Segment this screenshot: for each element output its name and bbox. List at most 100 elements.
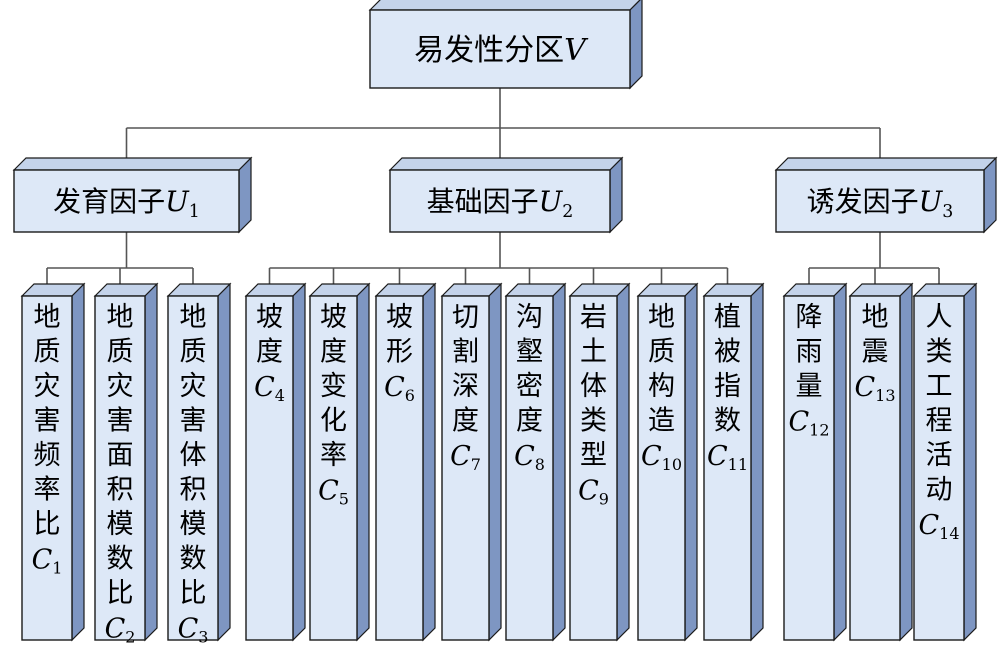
indicator-node-6-side-face bbox=[422, 282, 436, 642]
indicator-node-10-front-face bbox=[637, 295, 686, 641]
indicator-node-5-front-face bbox=[309, 295, 358, 641]
factor-node-label-1-subscript: 1 bbox=[189, 202, 200, 222]
indicator-10-var: C bbox=[641, 441, 662, 472]
indicator-13-char: 地 bbox=[862, 302, 889, 333]
indicator-3-char: 体 bbox=[180, 440, 207, 471]
indicator-9-char: 型 bbox=[580, 440, 607, 471]
indicator-14-char: 程 bbox=[926, 406, 953, 437]
indicator-node-2-side-face bbox=[144, 282, 158, 642]
indicator-13-var: C bbox=[854, 372, 875, 403]
indicator-7-code: C7 bbox=[450, 441, 481, 474]
indicator-2-var: C bbox=[105, 614, 126, 645]
indicator-6-subscript: 6 bbox=[405, 386, 415, 405]
indicator-2-char: 数 bbox=[107, 544, 134, 575]
indicator-8-char: 壑 bbox=[516, 337, 543, 368]
indicator-node-3-front-face bbox=[167, 295, 219, 641]
indicator-14-subscript: 14 bbox=[939, 524, 959, 543]
indicator-10-char: 造 bbox=[648, 406, 675, 437]
factor-node-3-top-face bbox=[774, 157, 998, 171]
indicator-node-1-side-face bbox=[71, 282, 85, 642]
indicator-3-var: C bbox=[178, 614, 199, 645]
factor-node-label-3-text: 诱发因子 bbox=[807, 185, 919, 218]
indicator-12-var: C bbox=[788, 407, 809, 438]
indicator-14-char: 工 bbox=[926, 371, 953, 402]
indicator-node-14-side-face bbox=[963, 282, 977, 642]
indicator-6-char: 坡 bbox=[386, 302, 413, 333]
indicator-11-char: 被 bbox=[714, 337, 741, 368]
factor-node-label-1-text: 发育因子 bbox=[53, 185, 165, 218]
indicator-2-code: C2 bbox=[105, 614, 136, 647]
indicator-14-code: C14 bbox=[918, 510, 959, 543]
indicator-12-subscript: 12 bbox=[809, 421, 829, 440]
indicator-9-char: 岩 bbox=[580, 302, 607, 333]
root-node-susceptibility-zoning-front-face bbox=[369, 9, 631, 89]
indicator-7-char: 度 bbox=[452, 406, 479, 437]
indicator-1-var: C bbox=[32, 545, 53, 576]
root-node-susceptibility-zoning: 易发性分区V bbox=[368, 0, 643, 90]
indicator-3-char: 害 bbox=[180, 406, 207, 437]
indicator-node-2-front-face bbox=[94, 295, 146, 641]
indicator-9-char: 体 bbox=[580, 371, 607, 402]
indicator-1-char: 质 bbox=[34, 337, 61, 368]
indicator-13-char: 震 bbox=[862, 337, 889, 368]
factor-node-label-1-var: U bbox=[165, 185, 190, 218]
indicator-node-6-front-face bbox=[375, 295, 424, 641]
indicator-3-char: 模 bbox=[180, 509, 207, 540]
indicator-node-7-front-face bbox=[441, 295, 490, 641]
factor-node-label-3: 诱发因子U3 bbox=[807, 185, 954, 222]
factor-node-1-front-face bbox=[13, 169, 240, 233]
indicator-2-char: 积 bbox=[107, 475, 134, 506]
indicator-12-char: 雨 bbox=[796, 337, 823, 368]
indicator-3-char: 质 bbox=[180, 337, 207, 368]
indicator-11-var: C bbox=[707, 441, 728, 472]
indicator-1-subscript: 1 bbox=[52, 559, 62, 578]
indicator-node-5-side-face bbox=[356, 282, 370, 642]
indicator-8-char: 沟 bbox=[516, 302, 543, 333]
indicator-8-var: C bbox=[514, 441, 535, 472]
indicator-node-9-front-face bbox=[569, 295, 618, 641]
indicator-9-subscript: 9 bbox=[599, 490, 609, 509]
factor-node-label-1: 发育因子U1 bbox=[53, 185, 200, 222]
indicator-1-char: 灾 bbox=[34, 371, 61, 402]
indicator-5-char: 变 bbox=[320, 371, 347, 402]
factor-node-label-2-var: U bbox=[539, 185, 564, 218]
indicator-node-9-side-face bbox=[616, 282, 630, 642]
indicator-node-8-front-face bbox=[505, 295, 554, 641]
indicator-2-char: 害 bbox=[107, 406, 134, 437]
indicator-node-13-side-face bbox=[899, 282, 913, 642]
indicator-2-char: 面 bbox=[107, 440, 134, 471]
indicator-node-3-side-face bbox=[217, 282, 231, 642]
indicator-2-char: 灾 bbox=[107, 371, 134, 402]
indicator-10-subscript: 10 bbox=[662, 455, 682, 474]
indicator-10-code: C10 bbox=[641, 441, 682, 474]
indicator-13-code: C13 bbox=[854, 372, 895, 405]
indicator-14-var: C bbox=[918, 510, 939, 541]
indicator-3-subscript: 3 bbox=[198, 628, 208, 647]
indicator-7-char: 切 bbox=[452, 302, 479, 333]
indicator-8-code: C8 bbox=[514, 441, 545, 474]
indicator-2-char: 比 bbox=[107, 578, 134, 609]
indicator-node-11-side-face bbox=[750, 282, 764, 642]
indicator-10-char: 质 bbox=[648, 337, 675, 368]
indicator-5-char: 度 bbox=[320, 337, 347, 368]
indicator-3-char: 灾 bbox=[180, 371, 207, 402]
indicator-node-1-front-face bbox=[21, 295, 73, 641]
indicator-12-code: C12 bbox=[788, 407, 829, 440]
indicator-2-char: 模 bbox=[107, 509, 134, 540]
indicator-node-4-side-face bbox=[292, 282, 306, 642]
indicator-node-13: 地震 C13 bbox=[848, 282, 914, 642]
indicator-1-char: 地 bbox=[34, 302, 61, 333]
root-node-label: 易发性分区V bbox=[414, 33, 589, 68]
indicator-2-char: 地 bbox=[107, 302, 134, 333]
connector-lines bbox=[46, 88, 940, 284]
indicator-11-char: 指 bbox=[714, 371, 741, 402]
